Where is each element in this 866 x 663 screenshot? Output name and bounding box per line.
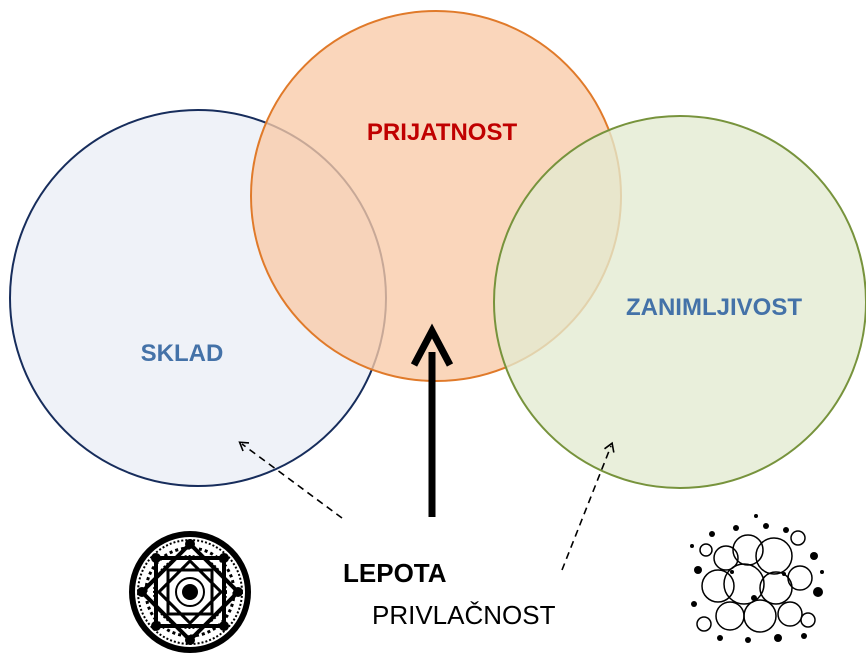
circle-zanimljivost bbox=[493, 115, 866, 489]
main-up-arrow bbox=[410, 323, 454, 517]
label-prijatnost: PRIJATNOST bbox=[367, 119, 518, 146]
ornamental-star-pattern-icon bbox=[129, 531, 251, 653]
caption-lepota: LEPOTA bbox=[343, 558, 447, 588]
label-zanimljivost: ZANIMLJIVOST bbox=[626, 294, 802, 321]
dashed-arrow-right bbox=[561, 441, 615, 571]
label-sklad: SKLAD bbox=[141, 340, 224, 367]
dashed-arrow-left bbox=[238, 441, 343, 519]
scattered-circles-pattern-icon bbox=[690, 514, 824, 643]
caption-privlacnost: PRIVLAČNOST bbox=[372, 600, 556, 630]
